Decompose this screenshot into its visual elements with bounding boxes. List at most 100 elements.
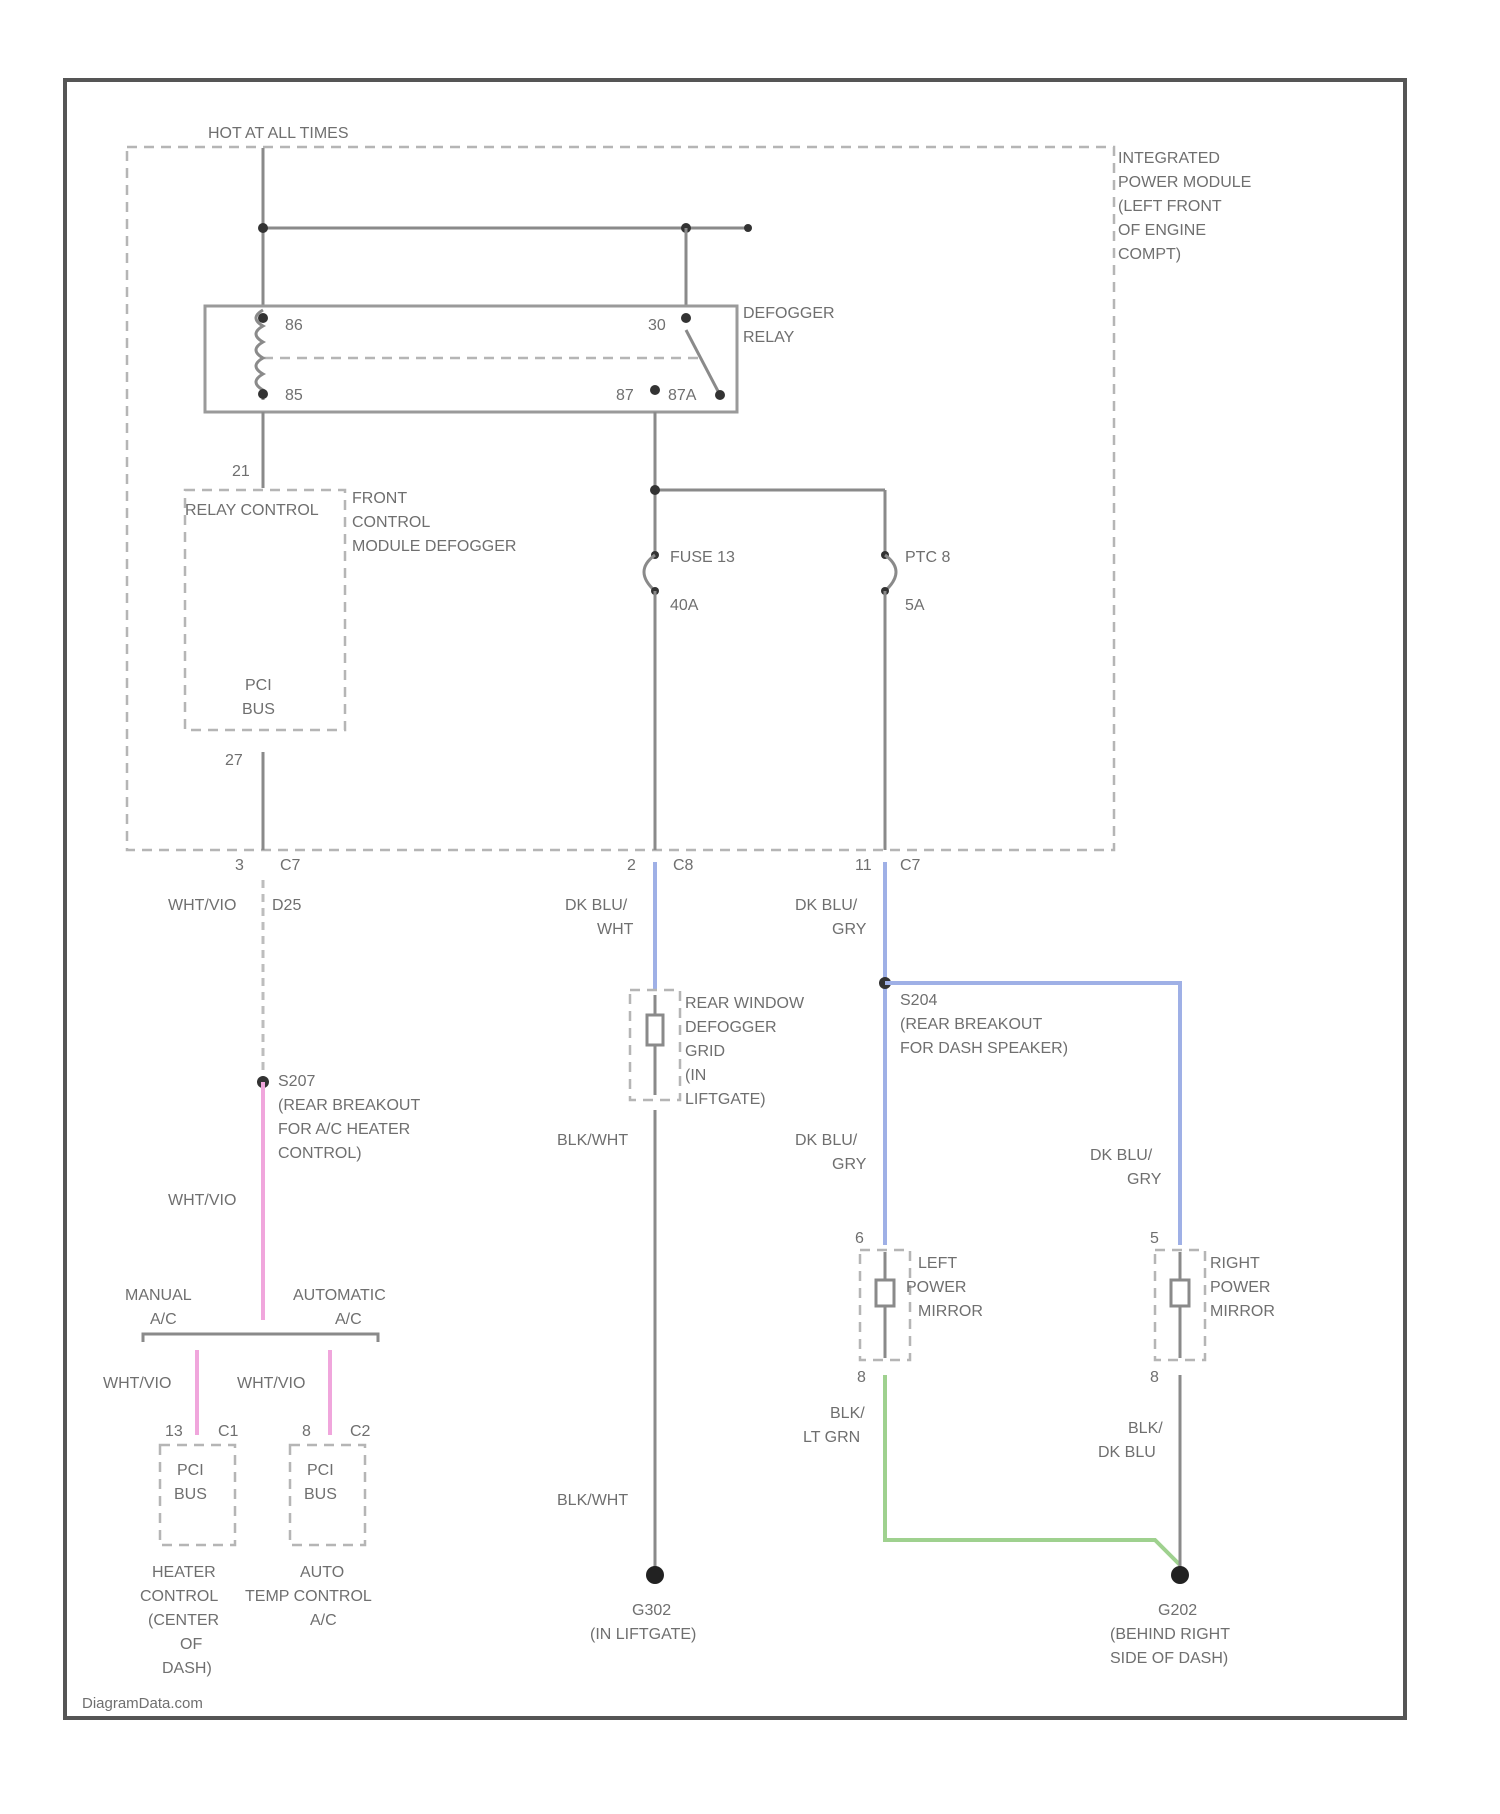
splice-s204-label-2: (REAR BREAKOUT <box>900 1016 1042 1033</box>
left-mirror-label-1: LEFT <box>918 1255 957 1272</box>
wire-dkblu-gry-3b: GRY <box>1127 1171 1162 1188</box>
wire-wht-vio-2: WHT/VIO <box>103 1375 171 1392</box>
ground-g202-label-3: SIDE OF DASH) <box>1110 1650 1228 1667</box>
rear-defogger-label-1: REAR WINDOW <box>685 995 805 1012</box>
relay-switch-arm <box>686 330 720 395</box>
ptc-8-rating: 5A <box>905 597 925 614</box>
defogger-grid-icon <box>647 995 663 1095</box>
pin-2: 2 <box>627 857 636 874</box>
splice-s207-label-2: (REAR BREAKOUT <box>278 1097 420 1114</box>
relay-control-label: RELAY CONTROL <box>185 502 319 519</box>
right-mirror-motor-icon <box>1171 1252 1189 1358</box>
wire-dkblu-wht-2: WHT <box>597 921 634 938</box>
wire-dkblu-wht-1: DK BLU/ <box>565 897 628 914</box>
manual-ac-label-2: A/C <box>150 1311 177 1328</box>
fuse-13-rating: 40A <box>670 597 699 614</box>
automatic-ac-label-2: A/C <box>335 1311 362 1328</box>
relay-pin-86-node <box>258 313 268 323</box>
wire-dkblu-gry-1a: DK BLU/ <box>795 897 858 914</box>
rear-defogger-label-3: GRID <box>685 1043 725 1060</box>
pin-21: 21 <box>232 463 250 480</box>
hc-pci-bus-2: BUS <box>174 1486 207 1503</box>
pin-8: 8 <box>302 1423 311 1440</box>
atc-label-2: TEMP CONTROL <box>245 1588 372 1605</box>
connector-c8: C8 <box>673 857 694 874</box>
atc-label-3: A/C <box>310 1612 337 1629</box>
connector-c7-right: C7 <box>900 857 921 874</box>
feed-end-node <box>744 224 752 232</box>
ac-branch-bracket <box>143 1334 378 1342</box>
pin-3: 3 <box>235 857 244 874</box>
ground-g202-label-2: (BEHIND RIGHT <box>1110 1626 1230 1643</box>
fuse-13-icon <box>644 555 655 591</box>
relay-pin-87a: 87A <box>668 387 697 404</box>
heater-control-label-2: CONTROL <box>140 1588 218 1605</box>
relay-pin-87a-node <box>715 390 725 400</box>
manual-ac-label-1: MANUAL <box>125 1287 192 1304</box>
pin-8-right: 8 <box>1150 1369 1159 1386</box>
ipm-label-3: (LEFT FRONT <box>1118 198 1222 215</box>
heater-control-label-3: (CENTER <box>148 1612 219 1629</box>
atc-label-1: AUTO <box>300 1564 344 1581</box>
heater-control-label-5: DASH) <box>162 1660 212 1677</box>
watermark: DiagramData.com <box>82 1695 203 1712</box>
front-control-module-box <box>185 490 345 730</box>
left-mirror-label-2: POWER <box>906 1279 966 1296</box>
defogger-relay-label-2: RELAY <box>743 329 795 346</box>
branch-node <box>650 485 660 495</box>
relay-pin-30-node <box>681 313 691 323</box>
wire-blk-wht-1: BLK/WHT <box>557 1132 628 1149</box>
integrated-power-module-box <box>127 147 1114 850</box>
wire-wht-vio-3: WHT/VIO <box>237 1375 305 1392</box>
fcm-pci-bus-1: PCI <box>245 677 272 694</box>
wire-blk-wht-2: BLK/WHT <box>557 1492 628 1509</box>
diagram-frame <box>65 80 1405 1718</box>
ipm-label-4: OF ENGINE <box>1118 222 1206 239</box>
wire-blk-ltgrn-2: LT GRN <box>803 1429 860 1446</box>
feed-node <box>258 223 268 233</box>
hot-at-all-times-label: HOT AT ALL TIMES <box>208 125 349 142</box>
left-mirror-ground-wire <box>885 1375 1180 1565</box>
pin-11: 11 <box>855 857 872 874</box>
left-mirror-motor-icon <box>876 1252 894 1358</box>
fcm-label-1: FRONT <box>352 490 407 507</box>
splice-s207-label-4: CONTROL) <box>278 1145 362 1162</box>
right-mirror-label-3: MIRROR <box>1210 1303 1275 1320</box>
ipm-label-2: POWER MODULE <box>1118 174 1251 191</box>
pin-27: 27 <box>225 752 243 769</box>
ptc-8-name: PTC 8 <box>905 549 950 566</box>
heater-control-label-1: HEATER <box>152 1564 216 1581</box>
connector-c7-left: C7 <box>280 857 301 874</box>
wire-dkblu-gry-3a: DK BLU/ <box>1090 1147 1153 1164</box>
pin-8-left: 8 <box>857 1369 866 1386</box>
right-mirror-label-1: RIGHT <box>1210 1255 1260 1272</box>
ground-g302-icon <box>646 1566 664 1584</box>
relay-pin-85-node <box>258 389 268 399</box>
ground-g202-icon <box>1171 1566 1189 1584</box>
wire-blk-dkblu-2: DK BLU <box>1098 1444 1156 1461</box>
connector-c2: C2 <box>350 1423 371 1440</box>
atc-pci-bus-1: PCI <box>307 1462 334 1479</box>
splice-s204-label-3: FOR DASH SPEAKER) <box>900 1040 1068 1057</box>
fcm-pci-bus-2: BUS <box>242 701 275 718</box>
wire-d25-color: WHT/VIO <box>168 897 236 914</box>
fcm-label-2: CONTROL <box>352 514 430 531</box>
relay-pin-86: 86 <box>285 317 303 334</box>
defogger-relay-label-1: DEFOGGER <box>743 305 835 322</box>
right-mirror-label-2: POWER <box>1210 1279 1270 1296</box>
pin-13: 13 <box>165 1423 183 1440</box>
ipm-label-5: COMPT) <box>1118 246 1181 263</box>
ptc-8-icon <box>885 555 896 591</box>
connector-c1: C1 <box>218 1423 239 1440</box>
heater-control-label-4: OF <box>180 1636 202 1653</box>
atc-pci-bus-2: BUS <box>304 1486 337 1503</box>
ground-g302-label-2: (IN LIFTGATE) <box>590 1626 696 1643</box>
rear-defogger-label-5: LIFTGATE) <box>685 1091 766 1108</box>
fcm-label-3: MODULE DEFOGGER <box>352 538 516 555</box>
pin-5-right: 5 <box>1150 1230 1159 1247</box>
splice-s207-label-1: S207 <box>278 1073 315 1090</box>
fuse-13-name: FUSE 13 <box>670 549 735 566</box>
rear-defogger-label-2: DEFOGGER <box>685 1019 777 1036</box>
hc-pci-bus-1: PCI <box>177 1462 204 1479</box>
